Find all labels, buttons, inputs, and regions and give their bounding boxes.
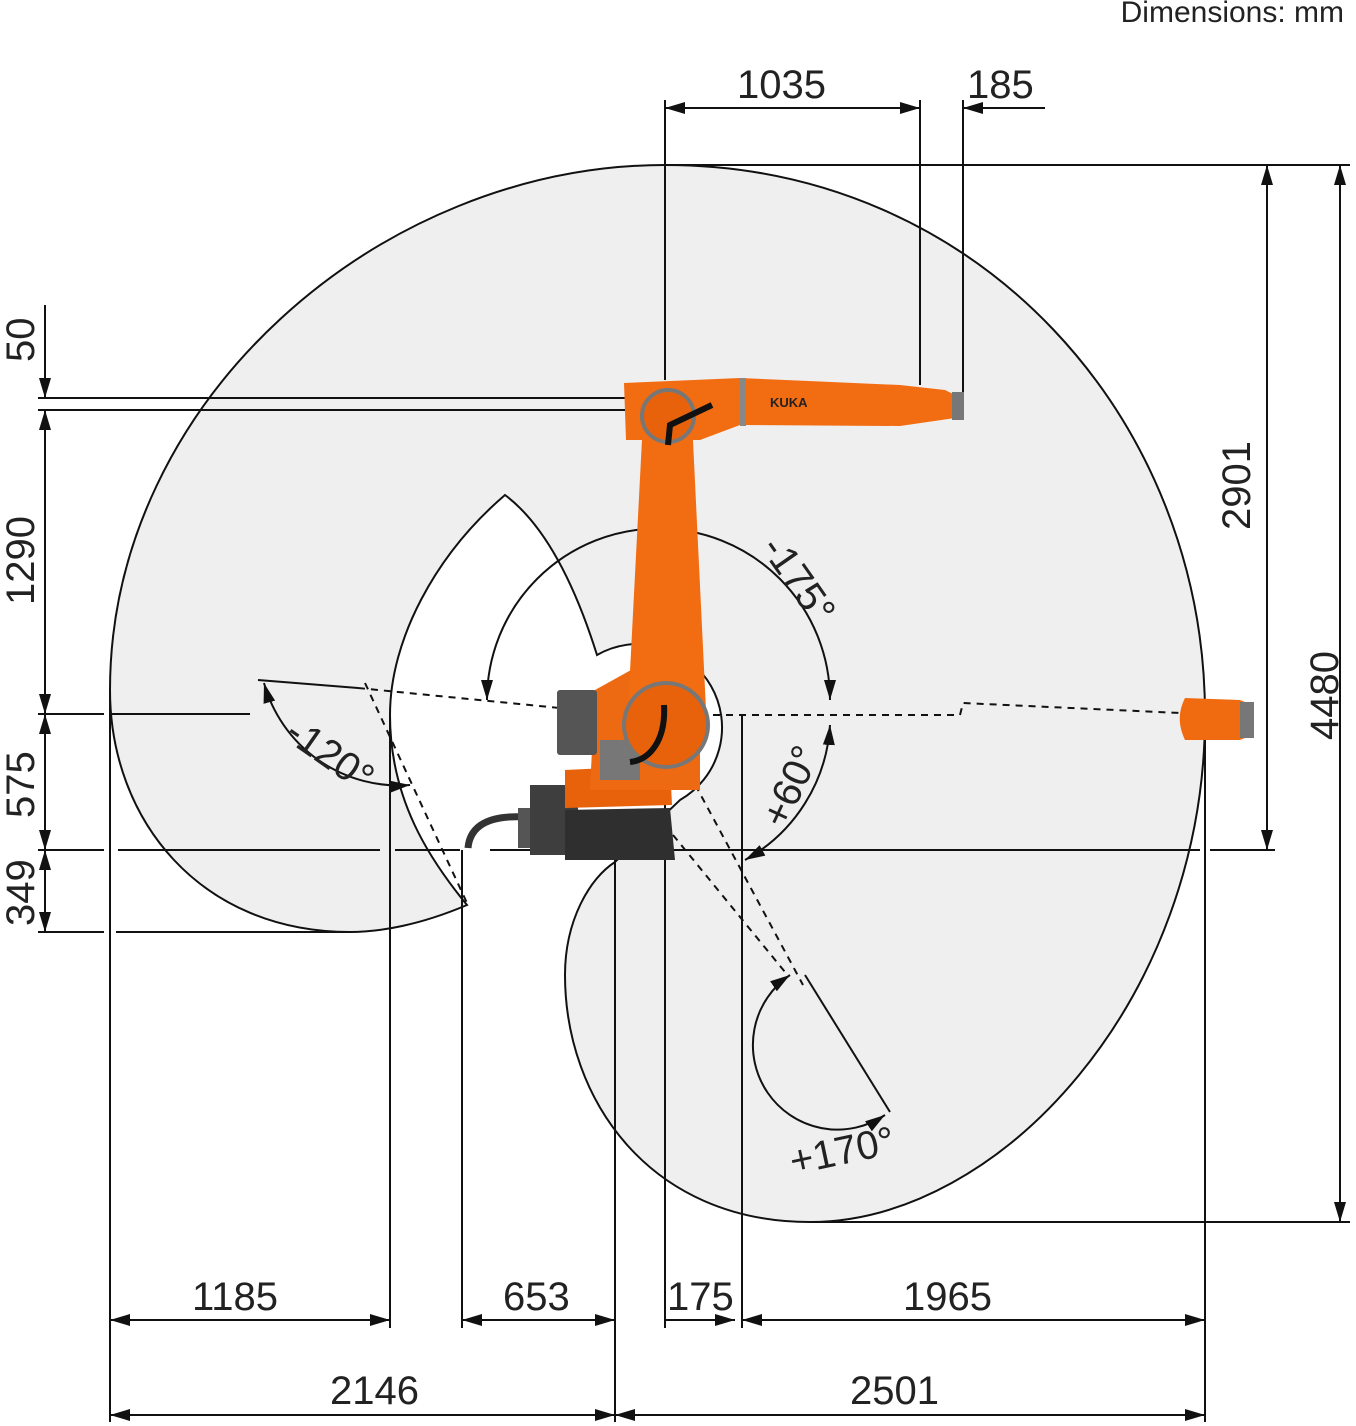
dim-50: 50	[0, 318, 43, 363]
dim-2146: 2146	[330, 1369, 419, 1413]
dim-575: 575	[0, 751, 43, 818]
robot-illustration: KUKA	[464, 378, 1254, 860]
dim-349: 349	[0, 859, 43, 926]
dim-1290: 1290	[0, 516, 43, 605]
dim-175: 175	[667, 1275, 734, 1319]
upper-arm	[624, 378, 955, 440]
cable	[464, 813, 526, 849]
dim-185: 185	[967, 63, 1034, 107]
dim-1965: 1965	[903, 1275, 992, 1319]
base	[565, 808, 675, 860]
dim-653: 653	[503, 1275, 570, 1319]
dimension-lines	[38, 100, 1350, 1422]
dim-2901: 2901	[1215, 441, 1259, 530]
kuka-logo: KUKA	[770, 395, 808, 410]
units-label: Dimensions: mm	[1120, 0, 1344, 29]
lower-arm	[628, 420, 706, 710]
dim-4480: 4480	[1303, 651, 1347, 740]
flange-alt-position	[1179, 698, 1252, 740]
dim-1035: 1035	[737, 63, 826, 107]
dim-1185: 1185	[192, 1275, 278, 1319]
dim-2501: 2501	[850, 1369, 939, 1413]
